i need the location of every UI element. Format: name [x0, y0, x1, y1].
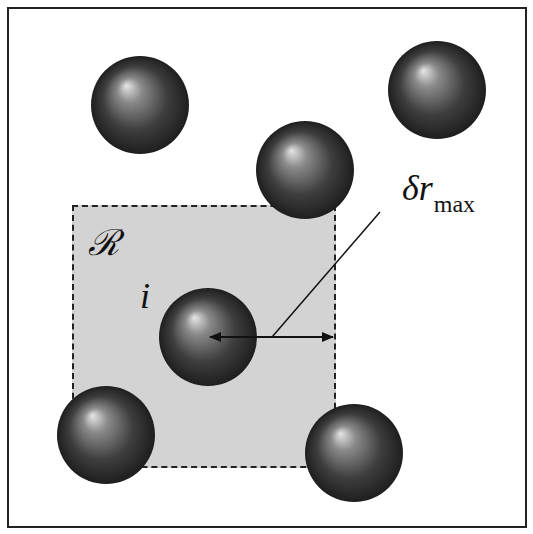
sphere — [256, 121, 354, 219]
sphere — [305, 404, 403, 502]
sphere — [57, 386, 155, 484]
particle-label: i — [140, 278, 150, 314]
spheres — [57, 41, 486, 502]
sphere — [91, 56, 189, 154]
sphere — [388, 41, 486, 139]
leader-line — [272, 212, 380, 337]
displacement-label: δr — [402, 170, 433, 206]
subscript-label: max — [434, 192, 475, 216]
region-label: ℛ — [88, 225, 119, 261]
displacement-arrow — [210, 336, 333, 338]
frame — [8, 8, 526, 527]
